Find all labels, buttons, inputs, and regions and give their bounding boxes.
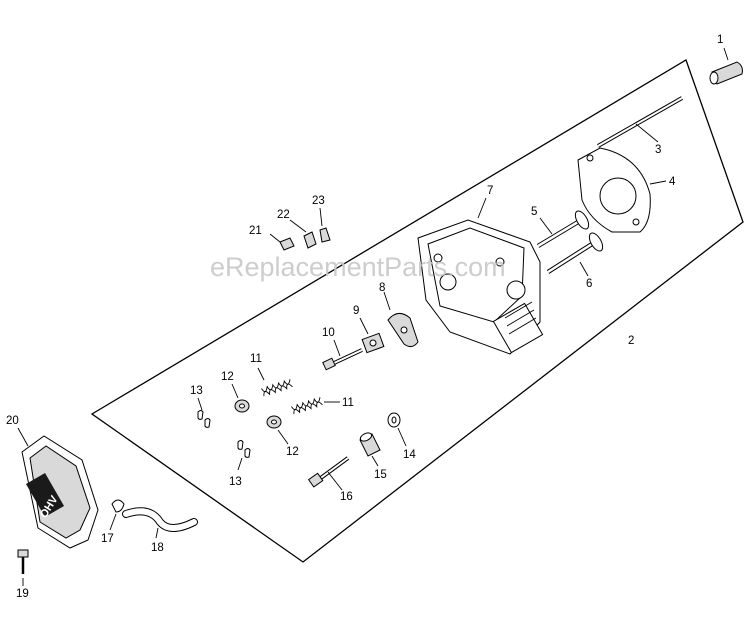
watermark-text: eReplacementParts.com [210,252,506,282]
callout-21: 21 [249,225,262,237]
part-6-exhaust-valve[interactable] [546,231,605,277]
part-8-rocker-arm[interactable] [383,291,419,348]
callout-6: 6 [586,278,592,290]
part-11-valve-spring-upper[interactable] [257,367,293,397]
part-4-head-gasket[interactable] [577,147,667,233]
part-3-push-rod[interactable] [597,96,683,148]
part-9-rocker-pivot[interactable] [359,317,385,354]
part-5-intake-valve[interactable] [536,209,591,248]
callout-22: 22 [277,209,290,221]
callout-2: 2 [628,335,634,347]
callout-15: 15 [374,469,387,481]
callout-7: 7 [487,185,493,197]
callout-8: 8 [379,282,385,294]
part-20-valve-cover[interactable] [17,427,99,549]
callout-20: 20 [6,415,19,427]
part-17-hose-clamp[interactable] [109,499,125,531]
callout-4: 4 [669,176,676,188]
part-11-valve-spring-lower[interactable] [291,397,340,415]
cylinder-head-assembly-outline [90,59,744,563]
part-21-fitting[interactable] [269,233,295,251]
part-12-spring-retainer-lower[interactable] [266,415,289,445]
callout-13-lower: 13 [229,476,242,488]
callout-5: 5 [531,206,537,218]
callout-23: 23 [312,195,325,207]
part-18-breather-hose[interactable] [122,507,198,539]
callout-14: 14 [403,449,416,461]
callout-3: 3 [655,144,661,156]
callout-13-upper: 13 [190,385,203,397]
callout-12-upper: 12 [221,371,234,383]
callout-11-upper: 11 [250,353,262,365]
part-16-head-bolt[interactable] [307,456,350,491]
part-19-cover-screw[interactable] [17,549,29,586]
part-22-fitting[interactable] [289,219,317,249]
part-15-spacer[interactable] [359,431,381,467]
callout-19: 19 [16,588,29,600]
callout-10: 10 [322,327,335,339]
part-12-spring-retainer-upper[interactable] [231,383,250,413]
part-7-cylinder-head[interactable] [417,197,544,355]
callout-17: 17 [101,533,114,545]
callout-1: 1 [717,34,723,46]
part-13-valve-keeper-lower[interactable] [237,440,251,471]
part-13-valve-keeper-upper[interactable] [197,397,211,428]
callout-12-lower: 12 [286,446,299,458]
callout-18: 18 [151,542,164,554]
part-10-rocker-stud[interactable] [322,339,363,371]
callout-11-lower: 11 [342,397,354,409]
callout-16: 16 [340,491,353,503]
callout-9: 9 [353,305,359,317]
part-1-breather-tube[interactable] [709,47,743,85]
part-14-washer[interactable] [387,412,407,447]
part-23-fitting[interactable] [319,207,331,243]
